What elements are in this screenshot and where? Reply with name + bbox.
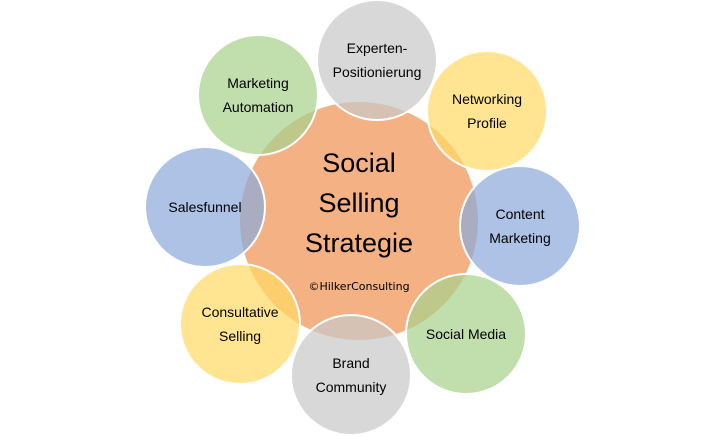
node-circle <box>405 273 527 395</box>
node-circle <box>290 314 412 436</box>
node-label: Profile <box>467 115 507 131</box>
node-label: Community <box>316 379 387 395</box>
node-label: Salesfunnel <box>168 199 241 215</box>
node-circle <box>459 165 581 287</box>
node-salesfunnel: Salesfunnel <box>144 146 266 268</box>
node-label: Brand <box>332 355 369 371</box>
node-circle <box>426 50 548 172</box>
node-label: Consultative <box>201 304 278 320</box>
node-label: Networking <box>452 91 522 107</box>
center-title-line: Selling <box>318 188 399 218</box>
node-label: Marketing <box>227 75 288 91</box>
node-social-media: Social Media <box>405 273 527 395</box>
node-label: Content <box>495 206 544 222</box>
node-circle <box>316 0 438 121</box>
node-circle <box>144 146 266 268</box>
copyright-text: ©HilkerConsulting <box>308 280 409 293</box>
node-label: Experten- <box>347 40 408 56</box>
node-label: Automation <box>223 99 294 115</box>
node-label: Social Media <box>426 326 506 342</box>
center-title-line: Strategie <box>305 228 413 258</box>
node-label: Selling <box>219 328 261 344</box>
node-circle <box>179 263 301 385</box>
center-title-line: Social <box>322 148 396 178</box>
node-label: Positionierung <box>333 64 422 80</box>
node-experten-positionierung: Experten- Positionierung <box>316 0 438 121</box>
node-circle <box>197 34 319 156</box>
node-label: Marketing <box>489 230 550 246</box>
